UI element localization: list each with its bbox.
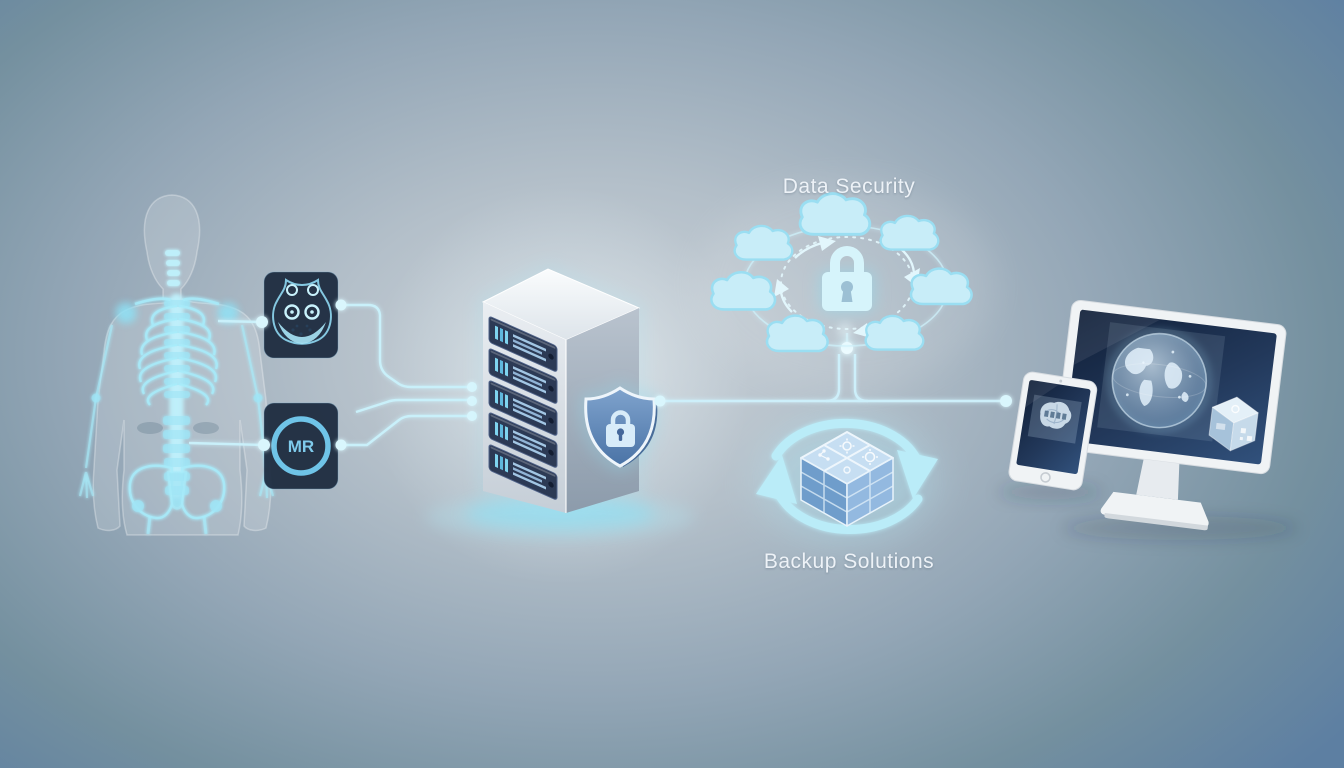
- server-tower: [425, 266, 695, 540]
- backup-storage-cubes-icon: [800, 431, 894, 527]
- monitor-shadow: [1062, 516, 1298, 540]
- qr-glyph: [1239, 427, 1253, 442]
- cloud-icon: [879, 214, 940, 251]
- data-security-label: Data Security: [782, 175, 916, 198]
- arrowhead-left: [756, 455, 797, 504]
- share-icon: [818, 449, 830, 461]
- cloud-network-icon: [710, 192, 973, 353]
- monitor-base: [1100, 491, 1209, 528]
- data-cube-icon: [1208, 396, 1259, 452]
- mri-scan-thumbnail: MR: [263, 402, 339, 490]
- organ-shadow: [137, 422, 163, 434]
- scan-text-glyphs: [1044, 410, 1067, 420]
- padlock-icon: [606, 410, 635, 447]
- mri-ring-icon: [271, 416, 331, 476]
- desktop-monitor: [1054, 299, 1287, 531]
- tablet-sheen: [1025, 379, 1060, 408]
- scan-to-server-connections: [188, 303, 471, 447]
- node-icon: [843, 466, 851, 474]
- backup-solutions-icon: [756, 418, 938, 534]
- cloud-icon: [864, 314, 925, 351]
- ct-scan-thumbnail: [263, 271, 339, 359]
- connection-dots-left: [256, 299, 477, 451]
- ct-slice-art: [272, 278, 332, 345]
- backup-solutions-label: Backup Solutions: [763, 550, 935, 573]
- cloud-icon: [909, 267, 973, 306]
- gear-icon: [862, 449, 878, 465]
- gear-icon: [1231, 404, 1240, 414]
- camera-dot: [1059, 379, 1063, 383]
- monitor-base-edge: [1104, 512, 1208, 531]
- security-shield-icon: [582, 383, 658, 470]
- data-security-lock-icon: [820, 246, 874, 312]
- cloud-icon: [798, 192, 872, 236]
- cloud-icon: [765, 314, 829, 353]
- cloud-icon: [733, 224, 794, 261]
- home-button: [1040, 472, 1051, 483]
- organ-shadow: [193, 422, 219, 434]
- arrowhead-right: [897, 450, 938, 499]
- junction-bloom: [837, 322, 853, 338]
- skeleton-glow: [78, 250, 275, 535]
- monitor-neck: [1136, 459, 1180, 500]
- server-base-glow-outer: [425, 494, 695, 540]
- cloud-icon: [710, 270, 777, 311]
- tablet: [1008, 371, 1098, 491]
- gear-icon: [839, 438, 855, 454]
- label-glyph: [1215, 422, 1226, 430]
- server-rack-stack: [488, 315, 558, 501]
- screen-sheen: [1073, 309, 1161, 366]
- circular-refresh-arrows-icon: [771, 418, 923, 534]
- mri-label: MR: [288, 437, 314, 456]
- connection-dots-main: [654, 395, 1012, 407]
- brain-scan-icon: [1040, 401, 1072, 429]
- junction-dot: [841, 342, 853, 354]
- globe-icon: [1107, 329, 1211, 433]
- human-body-xray-figure: [78, 194, 275, 536]
